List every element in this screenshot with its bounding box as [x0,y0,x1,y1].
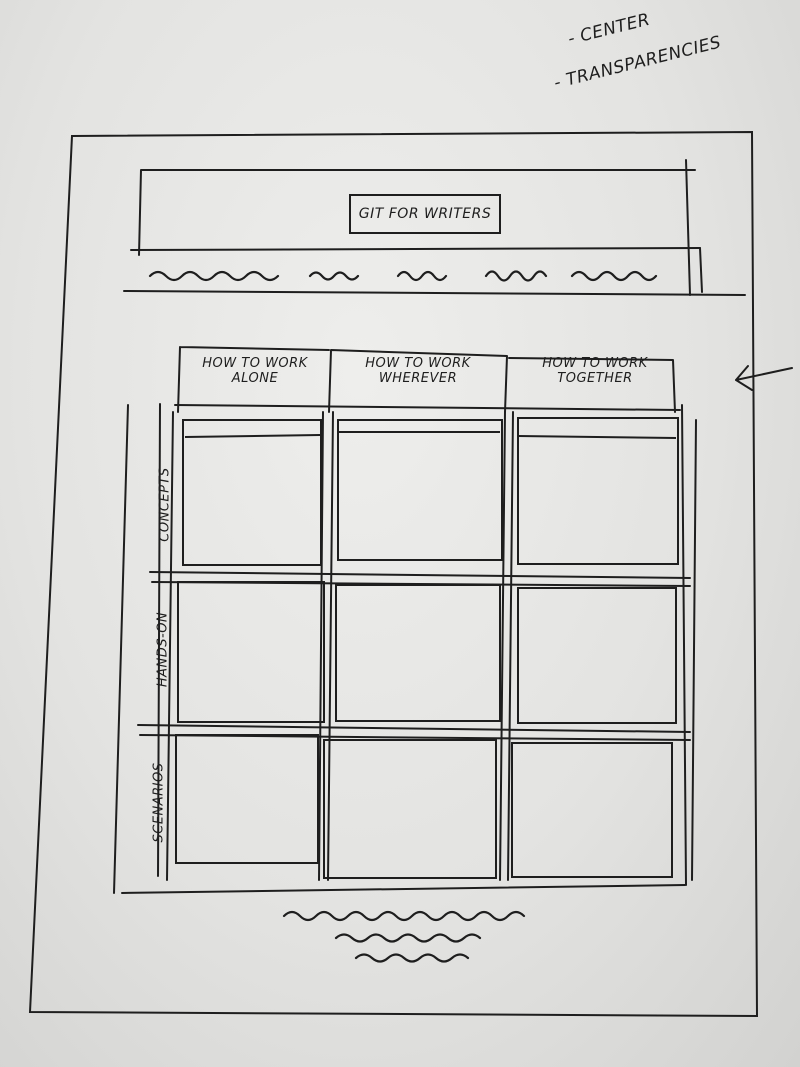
page-frame [28,130,759,1018]
cell-scenarios-together [511,742,673,878]
row-label-scenarios: SCENARIOS [151,762,167,843]
row-label-concepts: CONCEPTS [157,467,173,542]
page-title: GIT FOR WRITERS [349,194,501,234]
cell-handson-alone [177,581,325,723]
nav-squiggle [148,270,658,282]
footer-squiggle [282,910,526,922]
cell-scenarios-alone [175,734,319,864]
footer-squiggle [354,953,470,963]
col-header-frame [177,346,676,413]
column-header-together: HOW TO WORK TOGETHER [542,356,648,386]
column-header-alone: HOW TO WORK ALONE [202,356,308,386]
cell-concepts-together [517,417,679,565]
cell-handson-together [517,587,677,724]
arrow-icon [735,365,793,391]
header-band [138,159,703,296]
cell-concepts-alone [182,419,322,566]
cell-scenarios-wherever [323,739,497,879]
footer-squiggle [334,933,482,943]
header-rule-top [130,247,701,251]
column-header-wherever: HOW TO WORK WHEREVER [365,356,471,386]
col-separator [318,411,514,881]
row-label-hands-on: HANDS-ON [155,611,171,688]
row-separator [137,571,691,741]
header-rule-bottom [123,290,746,296]
cell-handson-wherever [335,584,501,722]
cell-concepts-wherever [337,419,503,561]
grid-frame [113,403,697,894]
